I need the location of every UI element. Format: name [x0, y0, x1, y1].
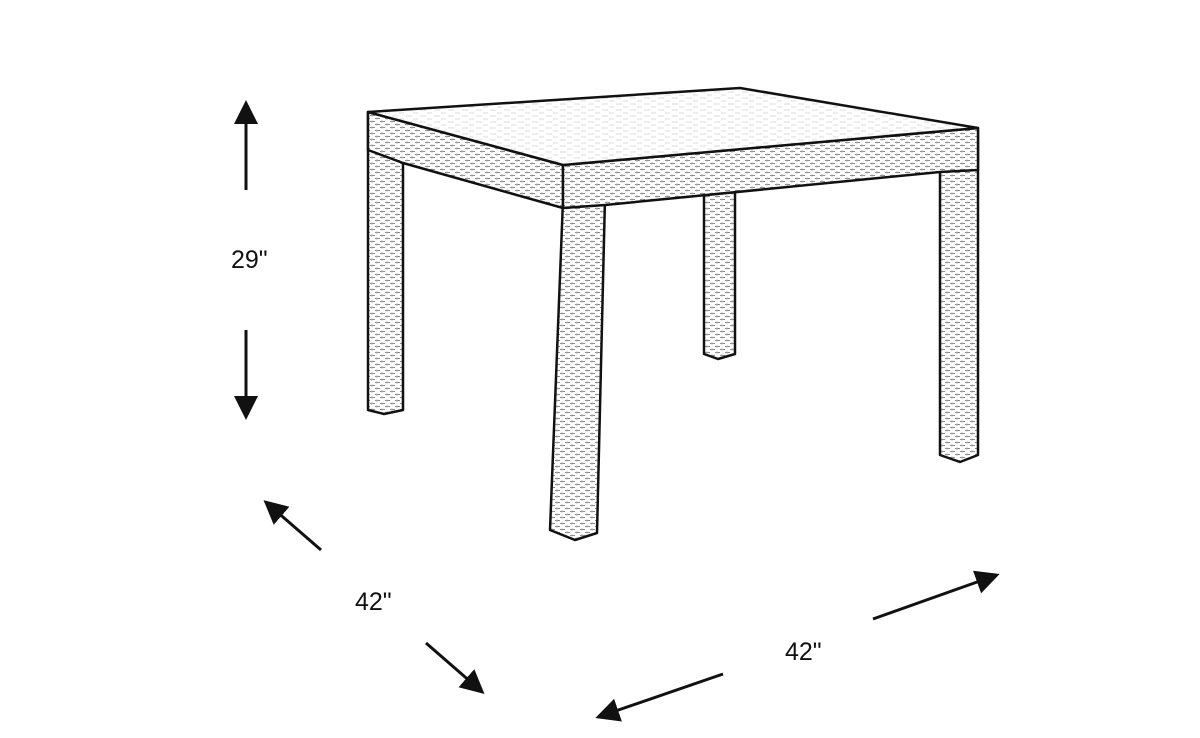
arrow-down-right-icon — [425, 641, 485, 694]
arrow-up-right-icon — [872, 570, 1000, 621]
tabletop — [366, 86, 980, 167]
front-leg — [548, 196, 607, 542]
height-label: 29" — [231, 246, 268, 274]
depth-label: 42" — [355, 588, 392, 616]
arrow-down-left-icon — [595, 672, 724, 722]
back-middle-leg — [702, 184, 737, 361]
right-leg — [938, 128, 980, 464]
width-dimension-arrows — [595, 570, 1000, 722]
depth-dimension-arrows — [263, 500, 485, 694]
table-drawing — [366, 86, 980, 542]
arrow-up-left-icon — [263, 500, 322, 552]
width-label: 42" — [785, 638, 822, 666]
